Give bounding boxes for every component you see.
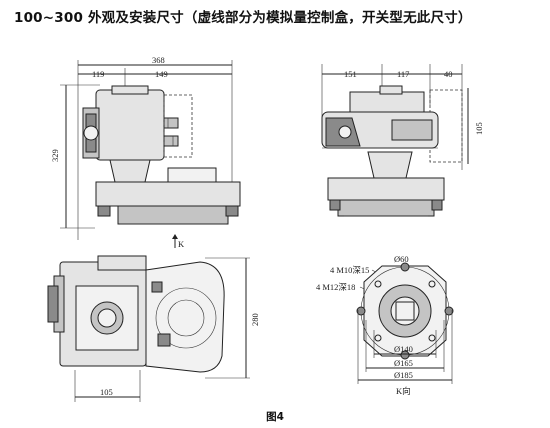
dim-329: 329: [50, 149, 60, 162]
dim-117: 117: [397, 69, 409, 79]
dim-119: 119: [92, 69, 104, 79]
dim-d165: Ø165: [394, 358, 413, 368]
dim-368: 368: [152, 55, 165, 65]
dim-280: 280: [250, 313, 260, 326]
dim-105-top: 105: [100, 387, 113, 397]
top-view: 280 105: [47, 255, 260, 402]
dim-d140: Ø140: [394, 344, 413, 354]
side-view: 151 117 40 105: [321, 64, 484, 217]
flange-view: Ø60 4 M10深15 4 M12深18 Ø140 Ø165 Ø: [316, 254, 454, 396]
dim-149: 149: [155, 69, 168, 79]
dim-m10: 4 M10深15: [330, 265, 369, 275]
dim-d185: Ø185: [394, 370, 413, 380]
dim-105-side: 105: [474, 122, 484, 135]
dim-40: 40: [444, 69, 453, 79]
dim-151: 151: [344, 69, 357, 79]
k-marker-flange: K向: [396, 386, 411, 396]
front-view: 368 119 149 329 K: [50, 55, 241, 249]
page-title: 100~300 外观及安装尺寸（虚线部分为模拟量控制盒，开关型无此尺寸）: [14, 10, 472, 26]
figure-caption: 图4: [266, 411, 284, 423]
k-marker-front: K: [178, 239, 185, 249]
dim-m12: 4 M12深18: [316, 282, 355, 292]
dim-d60: Ø60: [394, 254, 409, 264]
